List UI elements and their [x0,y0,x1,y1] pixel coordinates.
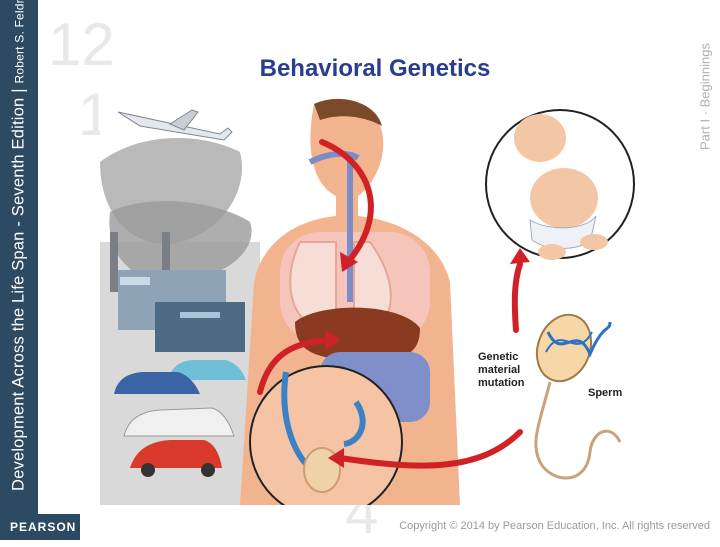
arrow-heads [326,248,530,468]
separator: | [9,88,28,93]
label-sperm: Sperm [588,387,622,399]
arrow-up-body [257,337,333,395]
car-icon [114,360,246,477]
label-genetic: Genetic [478,351,518,363]
slide-title: Behavioral Genetics [259,55,491,82]
label-mutation: mutation [478,377,525,389]
factory-icon [110,232,245,352]
reproductive-organs-inset [249,365,403,505]
airplane-icon [117,109,233,141]
baby-inset [485,109,635,260]
arrow-to-baby [511,261,523,333]
sperm-illustration [534,313,622,480]
course-title: Development Across the Life Span - Seven… [9,97,28,491]
copyright-notice: Copyright © 2014 by Pearson Education, I… [399,520,710,532]
arrow-head-to-lungs [319,139,374,265]
arrows [257,139,523,469]
left-sidebar: Development Across the Life Span - Seven… [0,0,38,540]
behavioral-genetics-illustration: Genetic material mutation Sperm [100,92,642,505]
label-material: material [478,364,520,376]
pearson-logo: PEARSON [0,514,80,540]
publisher-name: PEARSON [10,520,77,534]
svg-text:Genetic material mutat: Genetic material mutation [478,351,525,389]
environment-scene [100,109,260,505]
arrow-sperm-to-organs [337,429,523,469]
background-number: 12 [48,11,115,78]
